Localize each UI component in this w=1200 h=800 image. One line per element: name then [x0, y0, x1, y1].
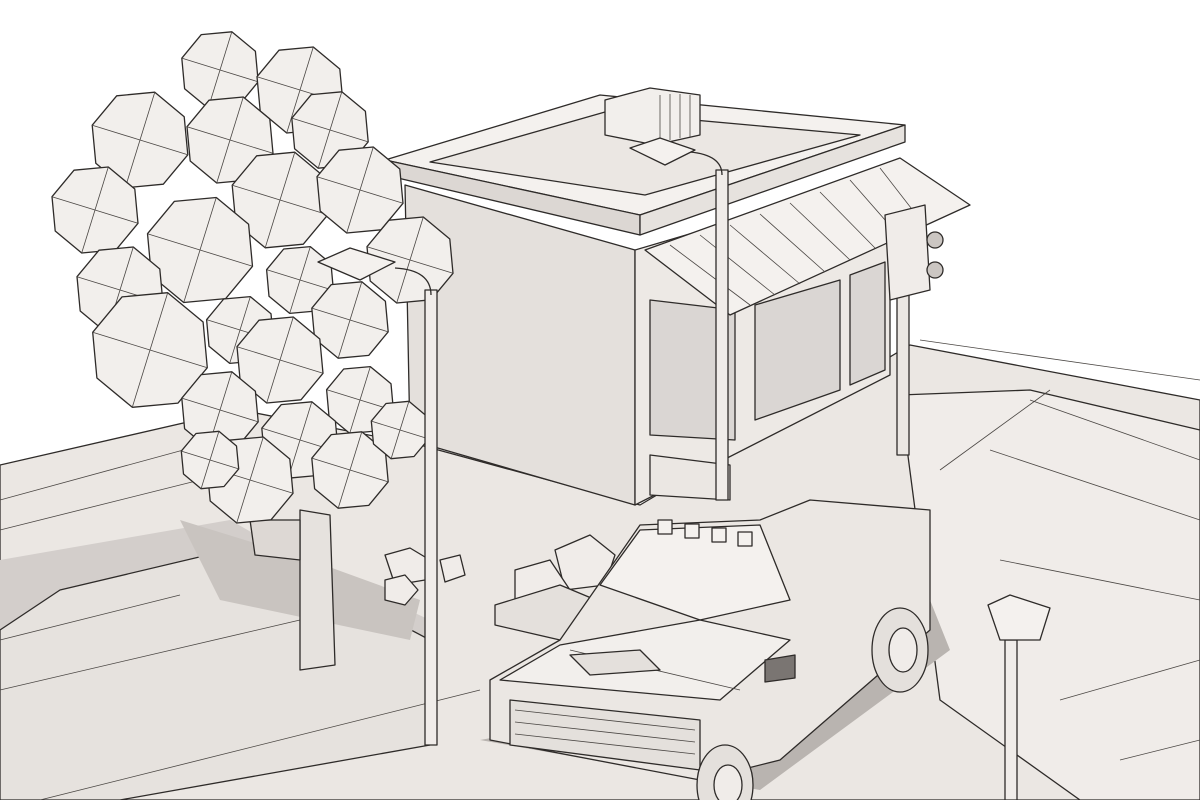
foliage-facet-edge [349, 469, 389, 483]
shop-window [649, 261, 886, 501]
foliage-facet-edge [149, 349, 208, 369]
foliage-facet-edge [199, 197, 217, 251]
foliage-facet-edge [279, 199, 328, 216]
foliage-facet-edge [209, 459, 239, 470]
foliage-facet-edge [200, 459, 211, 489]
foliage-facet-edge [326, 389, 361, 401]
foliage-facet-edge [371, 420, 401, 431]
foliage-facet-edge [51, 196, 96, 211]
foliage-facet-edge [291, 117, 331, 131]
foliage-facet-edge [232, 184, 281, 201]
foliage-facet-edge [181, 57, 221, 71]
foliage-facet-edge [396, 259, 411, 304]
foliage-facet-edge [311, 457, 351, 471]
foliage-facet-edge [399, 429, 429, 440]
foliage-facet-edge [286, 89, 301, 134]
rooftop-ac-unit [604, 87, 701, 146]
roof-light-bar [657, 519, 753, 547]
foliage-facet-edge [186, 126, 231, 141]
foliage-facet-edge [139, 139, 188, 156]
foliage-facet-edge [279, 316, 294, 361]
foliage-facet-edge [124, 139, 141, 188]
foliage-facet-edge [229, 139, 274, 154]
foliage-facet-edge [131, 349, 151, 408]
foliage-facet-edge [239, 296, 251, 331]
foliage-facet-edge [229, 96, 244, 141]
foliage-facet-edge [219, 371, 233, 411]
foliage-facet-edge [149, 292, 169, 351]
street-lamp-center [629, 137, 729, 501]
foliage-facet-edge [229, 329, 241, 364]
wheel-rear [871, 607, 929, 693]
foliage-facet-edge [409, 259, 454, 274]
hood-scoop [569, 649, 661, 676]
foliage-facet-edge [94, 166, 109, 211]
foliage-facet-edge [299, 246, 311, 281]
foliage-facet-edge [206, 319, 241, 331]
foliage-facet-edge [299, 46, 314, 91]
foliage-facet-edge [266, 359, 281, 404]
pickup-truck [480, 499, 950, 800]
foliage-facet-edge [349, 431, 363, 471]
foliage-facet-edge [329, 129, 369, 143]
traffic-light [884, 204, 944, 456]
street-lamp-left [317, 247, 438, 746]
foliage-facet-edge [219, 409, 259, 423]
foliage-facet-edge [279, 359, 324, 374]
foliage-facet-edge [359, 146, 374, 191]
foliage-facet-edge [219, 31, 233, 71]
foliage-facet-edge [399, 401, 410, 431]
foliage-facet-edge [216, 139, 231, 184]
foliage-facet-edge [316, 176, 361, 191]
foliage-facet-edge [209, 431, 220, 461]
foliage-facet-edge [261, 427, 301, 441]
foliage-facet-edge [266, 269, 301, 281]
foliage-facet-edge [139, 92, 156, 141]
foliage-facet-edge [181, 450, 211, 461]
foliage-facet-edge [317, 129, 331, 169]
foliage-facet-edge [289, 279, 301, 314]
foliage-facet-edge [366, 246, 411, 261]
foliage-facet-edge [359, 189, 404, 204]
foliage-facet-edge [349, 399, 361, 434]
foliage-facet-edge [119, 246, 134, 291]
foliage-facet-edge [92, 331, 151, 351]
foliage-facet-edge [359, 366, 371, 401]
foliage-facet-edge [76, 276, 121, 291]
foliage-facet-edge [199, 249, 253, 267]
foliage-facet-edge [337, 469, 351, 509]
foliage-facet-edge [183, 249, 201, 303]
foliage-facet-edge [346, 189, 361, 234]
wheel-front [696, 744, 754, 800]
foliage-facet-edge [349, 281, 363, 321]
foliage-facet-edge [94, 209, 139, 224]
foliage-facet-edge [147, 233, 201, 251]
foliage-facet-edge [81, 209, 96, 254]
foliage-facet-edge [236, 479, 251, 524]
foliage-facet-edge [337, 319, 351, 359]
foliage-facet-edge [299, 401, 313, 441]
foliage-facet-edge [92, 124, 141, 141]
small-street-lamp [987, 594, 1051, 800]
foliage-facet-edge [409, 216, 424, 261]
foliage-facet-edge [349, 319, 389, 333]
foliage-facet-edge [249, 436, 264, 481]
side-mirror [764, 654, 796, 683]
foliage-facet-edge [329, 91, 343, 131]
low-poly-tree [51, 31, 454, 671]
foliage-facet-edge [249, 479, 294, 494]
foliage-facet-edge [264, 199, 281, 248]
foliage-facet-edge [279, 152, 296, 201]
foliage-facet-edge [390, 429, 401, 459]
foliage-facet-edge [236, 346, 281, 361]
shop-building [384, 87, 971, 506]
foliage-facet-edge [256, 76, 301, 91]
foliage-facet-edge [181, 397, 221, 411]
foliage-facet-edge [219, 69, 259, 83]
foliage-facet-edge [311, 307, 351, 321]
